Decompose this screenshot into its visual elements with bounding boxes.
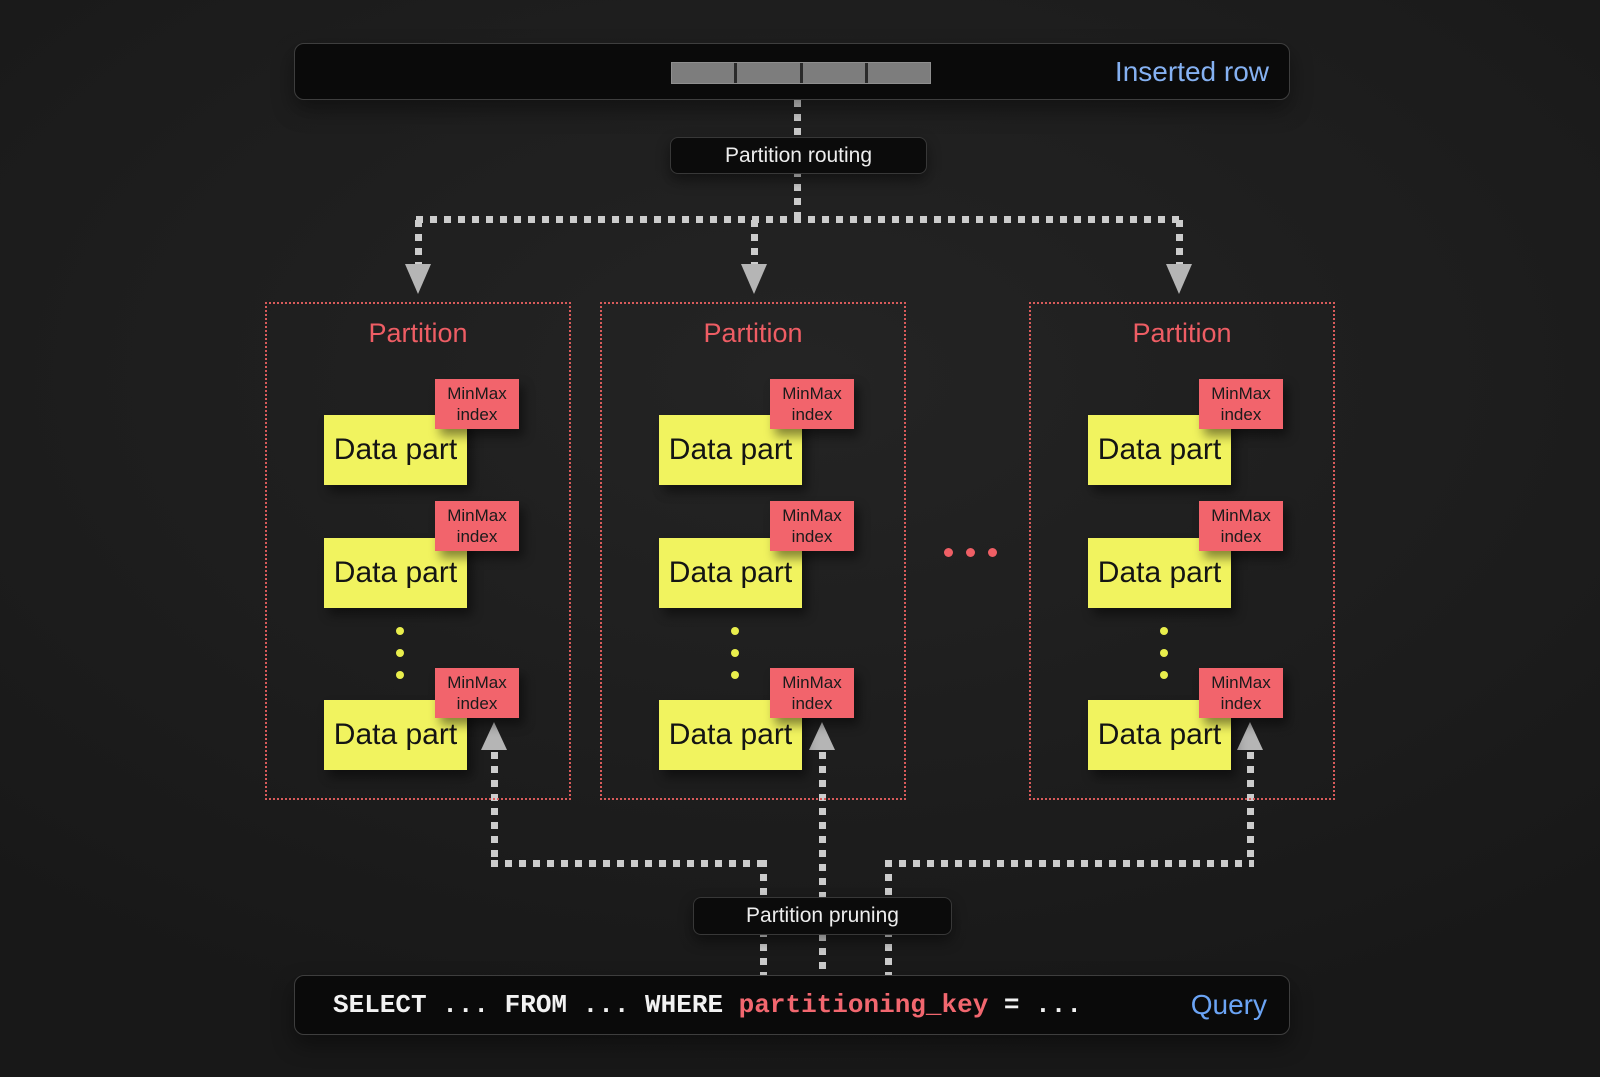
arrow-up-left-icon <box>481 722 507 750</box>
more-data-parts-ellipsis <box>396 627 404 679</box>
partition-pruning-label: Partition pruning <box>693 897 952 935</box>
prune-tail-left <box>491 752 498 863</box>
prune-drop-middle <box>819 752 826 975</box>
data-part-box: Data part <box>1088 538 1231 608</box>
inserted-row-cell <box>802 63 865 83</box>
branch-line <box>416 216 1181 223</box>
partition-title: Partition <box>368 318 468 348</box>
minmax-index-badge: MinMax index <box>770 379 854 429</box>
query-label: Query <box>1190 989 1267 1020</box>
branch-drop-middle <box>751 220 758 266</box>
prune-tail-right <box>1247 752 1254 863</box>
more-data-parts-ellipsis <box>731 627 739 679</box>
arrow-down-middle-icon <box>741 264 767 294</box>
partition-box: Partition MinMax index Data part MinMax … <box>265 302 571 800</box>
minmax-index-badge: MinMax index <box>770 668 854 718</box>
partition-title: Partition <box>703 318 803 348</box>
arrow-up-right-icon <box>1237 722 1263 750</box>
inserted-row-cells <box>671 62 931 84</box>
minmax-index-badge: MinMax index <box>1199 379 1283 429</box>
branch-drop-right <box>1176 220 1183 266</box>
more-data-parts-ellipsis <box>1160 627 1168 679</box>
partition-title: Partition <box>1132 318 1232 348</box>
minmax-index-badge: MinMax index <box>435 668 519 718</box>
data-part-box: Data part <box>324 538 467 608</box>
query-partitioning-key: partitioning_key <box>738 990 989 1020</box>
more-partitions-ellipsis <box>944 548 997 557</box>
inserted-row-label: Inserted row <box>1114 55 1269 87</box>
prune-hline-left <box>491 860 766 867</box>
inserted-row-box: Inserted row <box>294 43 1290 100</box>
minmax-index-badge: MinMax index <box>770 501 854 551</box>
inserted-row-cell <box>672 63 735 83</box>
minmax-index-badge: MinMax index <box>1199 501 1283 551</box>
partition-routing-label: Partition routing <box>670 137 927 174</box>
query-text-after: = ... <box>988 990 1082 1020</box>
arrow-up-middle-icon <box>809 722 835 750</box>
minmax-index-badge: MinMax index <box>435 501 519 551</box>
prune-hline-right <box>885 860 1254 867</box>
inserted-row-cell <box>867 63 930 83</box>
arrow-down-left-icon <box>405 264 431 294</box>
partition-box: Partition MinMax index Data part MinMax … <box>1029 302 1335 800</box>
query-text: SELECT ... FROM ... WHERE partitioning_k… <box>333 990 1082 1020</box>
inserted-row-cell <box>737 63 800 83</box>
branch-drop-left <box>415 220 422 266</box>
arrow-down-right-icon <box>1166 264 1192 294</box>
partition-box: Partition MinMax index Data part MinMax … <box>600 302 906 800</box>
minmax-index-badge: MinMax index <box>1199 668 1283 718</box>
query-box: SELECT ... FROM ... WHERE partitioning_k… <box>294 975 1290 1035</box>
query-text-before: SELECT ... FROM ... WHERE <box>333 990 739 1020</box>
minmax-index-badge: MinMax index <box>435 379 519 429</box>
